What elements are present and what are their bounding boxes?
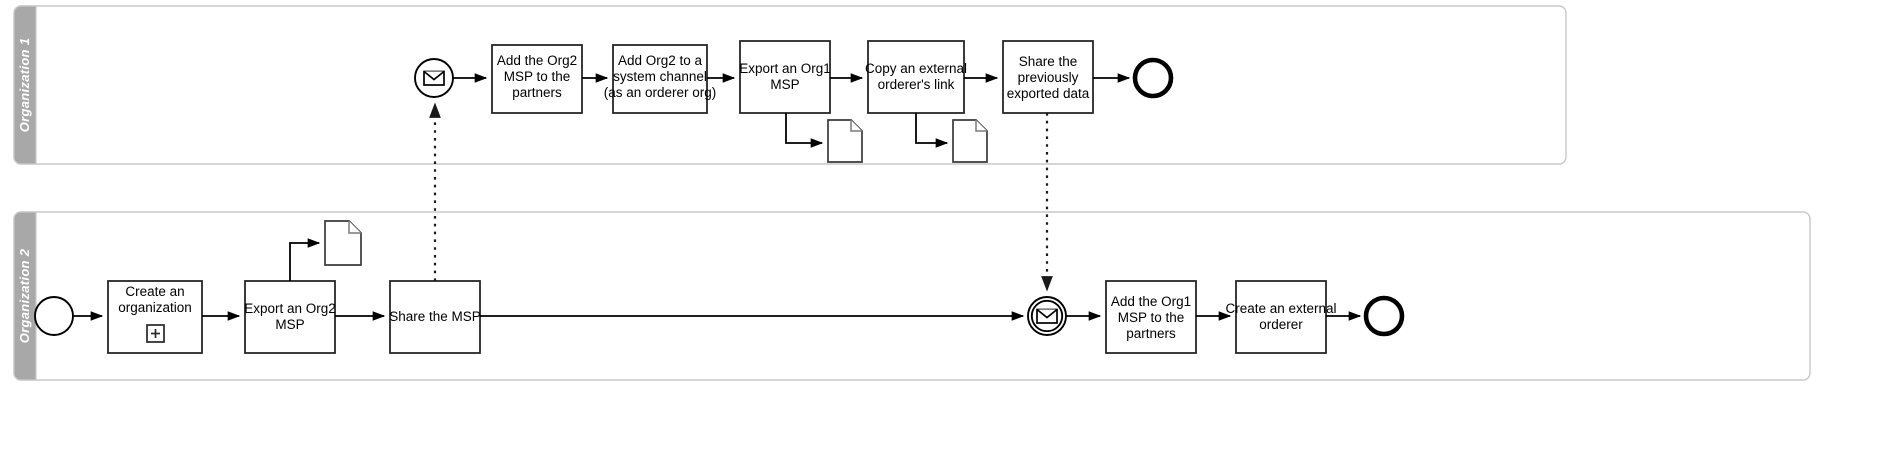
- task-line: partners: [512, 85, 562, 100]
- task-box: [1105, 280, 1197, 354]
- message-start-event-org1[interactable]: [414, 58, 454, 98]
- data-association-export-org2-to-document: [289, 238, 321, 281]
- task-line: partners: [1126, 326, 1176, 341]
- data-association-copy-to-document: [915, 113, 949, 148]
- task-add-the-org1-msp-to-the-partners[interactable]: Add the Org1 MSP to the partners: [1105, 280, 1197, 354]
- task-line: Copy an external: [865, 61, 967, 76]
- task-line: Export an Org1: [739, 61, 831, 76]
- document-icon-fold: [348, 221, 361, 234]
- task-copy-an-external-orderers-link[interactable]: Copy an external orderer's link: [865, 40, 967, 114]
- task-line: organization: [118, 300, 192, 315]
- envelope-icon-flap: [1036, 308, 1058, 319]
- task-box: [491, 44, 583, 114]
- task-line: previously: [1018, 70, 1079, 85]
- task-line: Create an: [125, 284, 184, 299]
- task-line: orderer's link: [878, 77, 955, 92]
- end-event-org1[interactable]: [1132, 57, 1174, 99]
- start-event-org2[interactable]: [34, 296, 74, 336]
- task-share-the-msp[interactable]: Share the MSP: [389, 280, 481, 354]
- task-share-the-previously-exported-data[interactable]: Share the previously exported data: [1002, 40, 1094, 114]
- task-line: Share the MSP: [389, 309, 481, 324]
- envelope-icon-flap: [423, 70, 445, 81]
- task-line: Share the: [1019, 54, 1078, 69]
- task-line: Export an Org2: [244, 301, 336, 316]
- end-event-circle: [1132, 57, 1174, 99]
- start-event-circle: [34, 296, 74, 336]
- task-line: (as an orderer org): [604, 85, 717, 100]
- end-event-org2[interactable]: [1363, 295, 1405, 337]
- task-box: [739, 40, 831, 114]
- task-box: [1235, 280, 1327, 354]
- task-box: [867, 40, 965, 114]
- task-line: MSP to the: [504, 69, 571, 84]
- task-box: [244, 280, 336, 354]
- task-line: Add Org2 to a: [618, 53, 703, 68]
- pool-organization-1-header: [13, 5, 37, 165]
- pool-organization-2-label: Organization 2: [17, 248, 32, 343]
- task-export-an-org1-msp[interactable]: Export an Org1 MSP: [739, 40, 831, 114]
- task-line: Add the Org2: [497, 53, 577, 68]
- data-object-org1-link[interactable]: [952, 119, 988, 163]
- data-object-org1-export[interactable]: [827, 119, 863, 163]
- task-line: MSP: [770, 77, 799, 92]
- task-line: exported data: [1007, 86, 1090, 101]
- task-line: Create an external: [1225, 301, 1336, 316]
- document-icon-fold: [975, 120, 987, 132]
- end-event-circle: [1363, 295, 1405, 337]
- task-export-an-org2-msp[interactable]: Export an Org2 MSP: [244, 280, 336, 354]
- task-line: MSP to the: [1118, 310, 1185, 325]
- task-create-an-external-orderer[interactable]: Create an external orderer: [1225, 280, 1337, 354]
- task-box: [389, 280, 481, 354]
- task-box: [612, 44, 708, 114]
- task-create-an-organization[interactable]: Create an organization: [107, 280, 203, 354]
- subprocess-plus-marker-icon: [146, 324, 165, 343]
- document-icon-fold: [850, 120, 862, 132]
- data-object-org2-export[interactable]: [324, 220, 362, 266]
- task-box: [1002, 40, 1094, 114]
- task-line: Add the Org1: [1111, 294, 1191, 309]
- intermediate-message-catch-event-org2[interactable]: [1027, 296, 1067, 336]
- task-line: MSP: [275, 317, 304, 332]
- task-line: system channel: [613, 69, 707, 84]
- pool-organization-2-header: [13, 211, 37, 381]
- pool-organization-1-label: Organization 1: [17, 38, 32, 133]
- task-line: orderer: [1259, 317, 1303, 332]
- data-association-export-to-document: [785, 113, 824, 148]
- task-add-org2-to-a-system-channel[interactable]: Add Org2 to a system channel (as an orde…: [604, 44, 717, 114]
- task-add-the-org2-msp-to-the-partners[interactable]: Add the Org2 MSP to the partners: [491, 44, 583, 114]
